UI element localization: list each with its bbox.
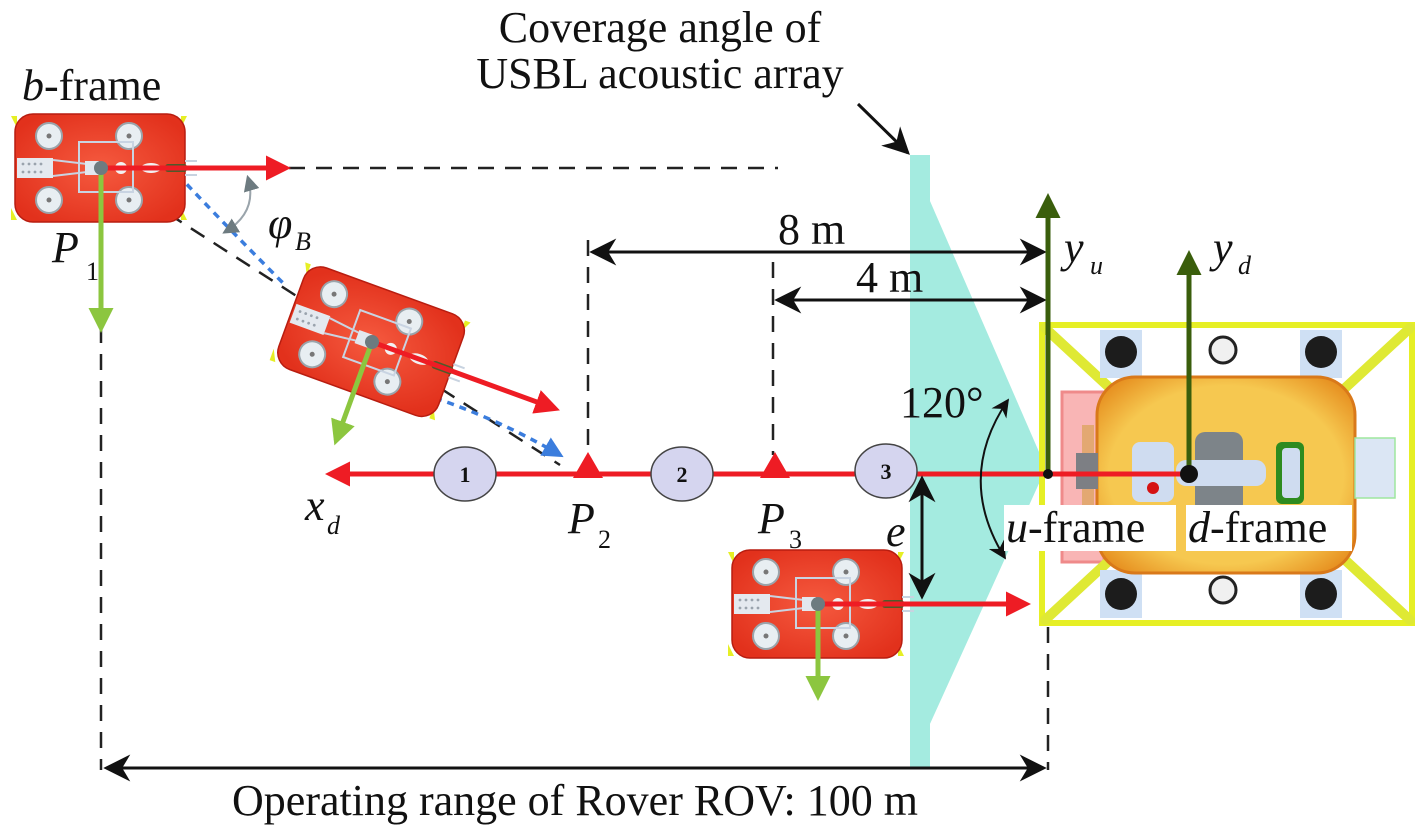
heading-angle-arc	[222, 174, 260, 234]
waypoint-p3-marker	[760, 452, 790, 478]
coverage-angle-label: 120°	[900, 378, 984, 427]
dimension-8m-label: 8 m	[778, 205, 845, 254]
d-frame-label-bg	[1186, 505, 1352, 551]
approach-path-2	[434, 396, 564, 458]
point-p3-label: P	[757, 494, 785, 543]
stage-3-label: 3	[881, 459, 892, 484]
rover-rov-stage1	[267, 259, 560, 446]
x-d-axis-label: x	[304, 481, 325, 530]
stage-marker-1: 1	[433, 446, 497, 502]
d-frame-italic: d	[1188, 503, 1211, 552]
rover-rov-p1	[10, 113, 291, 333]
u-frame-rest: -frame	[1028, 503, 1145, 552]
stage-1-label: 1	[460, 462, 471, 487]
u-frame-label-bg	[1004, 505, 1176, 551]
point-p2-label: P	[567, 494, 595, 543]
operating-range-label: Operating range of Rover ROV: 100 m	[232, 776, 918, 825]
point-p1-sub: 1	[86, 257, 99, 286]
d-frame-label: d-frame	[1188, 503, 1327, 552]
u-frame-label: u-frame	[1006, 503, 1145, 552]
point-p1-label: P	[51, 223, 79, 272]
coverage-angle-arc	[979, 398, 1010, 560]
d-frame-rest: -frame	[1210, 503, 1327, 552]
waypoint-p2-marker	[573, 452, 603, 478]
y-u-axis-sub: u	[1090, 251, 1103, 280]
b-frame-rest: -frame	[44, 61, 161, 110]
usbl-title-line1: Coverage angle of	[499, 3, 822, 52]
angle-phi-label: φ	[268, 199, 292, 248]
approach-path	[176, 173, 287, 287]
d-frame-origin	[1180, 465, 1198, 483]
usbl-callout-arrow	[856, 102, 910, 155]
angle-phi-sub: B	[295, 227, 311, 256]
point-p2-sub: 2	[598, 525, 611, 554]
point-p3-sub: 3	[789, 525, 802, 554]
p1-main: P	[51, 223, 79, 272]
b-frame-italic: b	[22, 61, 44, 110]
dimension-4m-label: 4 m	[856, 253, 923, 302]
x-d-axis-sub: d	[327, 511, 341, 540]
y-u-axis-label: y	[1060, 223, 1084, 272]
stage-marker-3: 3	[854, 443, 918, 499]
stage-marker-2: 2	[650, 446, 714, 502]
usbl-title-line2: USBL acoustic array	[476, 49, 843, 98]
y-d-axis-label: y	[1209, 223, 1233, 272]
u-frame-italic: u	[1006, 503, 1028, 552]
u-frame-origin	[1043, 469, 1053, 479]
b-frame-label: b-frame	[22, 61, 161, 110]
stage-2-label: 2	[677, 462, 688, 487]
rover-rov-stage3	[727, 549, 1031, 701]
offset-e-label: e	[886, 507, 906, 556]
y-d-axis-sub: d	[1238, 251, 1252, 280]
usbl-coverage-cone	[910, 155, 1046, 768]
